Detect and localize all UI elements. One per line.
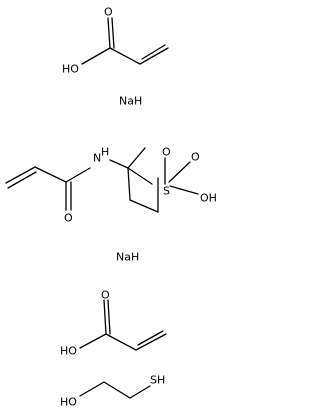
sulfonic-hydroxyl-label: OH: [200, 192, 217, 205]
sulfur-label: S: [163, 185, 170, 198]
mercaptoethanol-hydroxyl-label: HO: [60, 396, 77, 409]
amide-hydrogen-label: H: [101, 146, 109, 159]
thiol-label: SH: [150, 374, 165, 387]
chemical-structure-diagram: HO O NaH N H O S O O OH NaH HO: [5, 6, 217, 409]
acrylic-acid-structure-1: HO O: [62, 6, 169, 76]
amps-structure: N H O S O O OH: [5, 146, 217, 225]
sodium-hydride-label-1: NaH: [119, 95, 142, 108]
hydroxyl-label-2: HO: [60, 345, 77, 358]
hydroxyl-label: HO: [62, 63, 79, 76]
sodium-hydride-label-2: NaH: [116, 251, 139, 264]
amide-oxygen-label: O: [64, 212, 73, 225]
sulfonyl-oxygen-label-1: O: [162, 146, 171, 159]
mercaptoethanol-structure: HO SH: [60, 374, 165, 409]
acrylic-acid-structure-2: HO O: [60, 289, 167, 358]
amide-nitrogen-label: N: [93, 152, 101, 165]
carbonyl-oxygen-label-2: O: [101, 289, 110, 302]
sulfonyl-oxygen-label-2: O: [191, 151, 200, 164]
carbonyl-oxygen-label: O: [104, 6, 113, 19]
